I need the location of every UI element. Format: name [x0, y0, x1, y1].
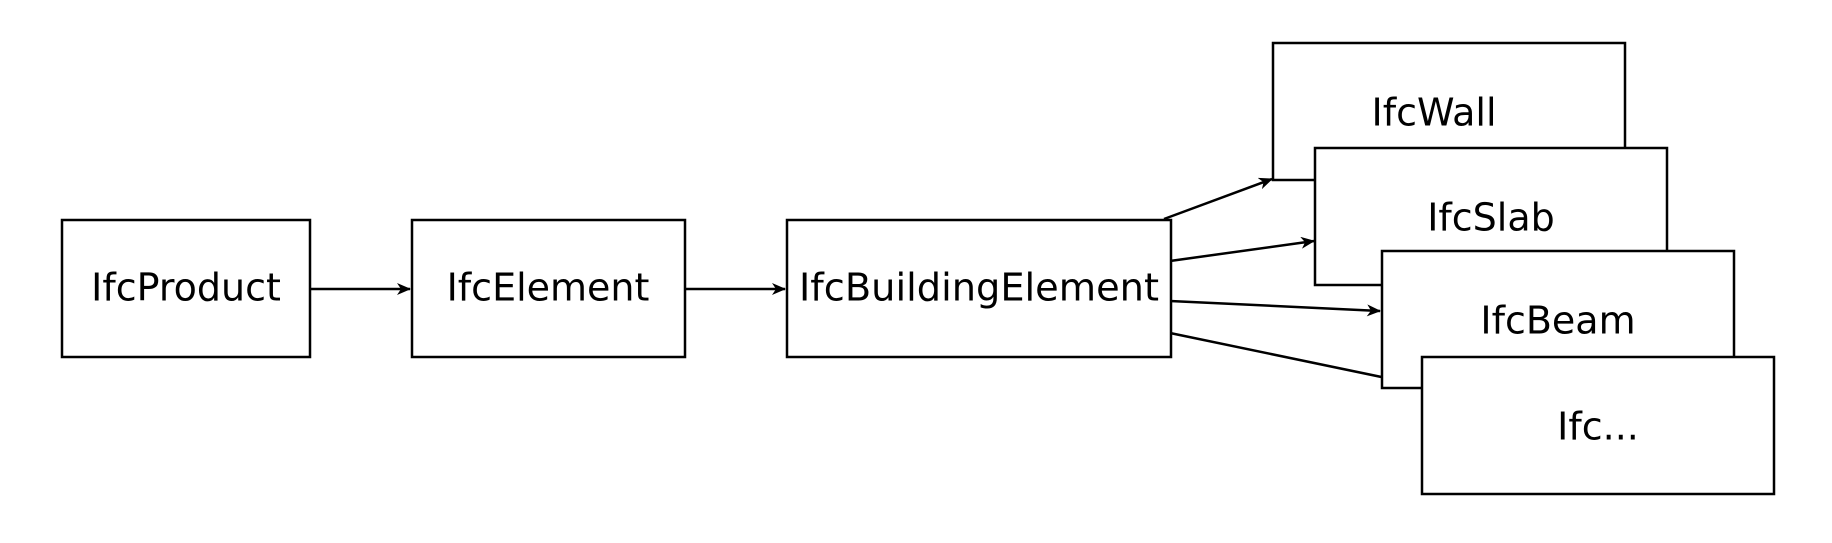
node-ifc-building-element-box [785, 218, 1173, 359]
node-ifc-element-label: IfcElement [447, 266, 650, 310]
node-ifc-element: IfcElement [410, 218, 687, 359]
node-ifc-more-box [1420, 355, 1776, 496]
node-ifc-more: Ifc... [1420, 355, 1776, 496]
edge-building-element-to-more [1169, 331, 1421, 389]
node-ifc-product-label: IfcProduct [91, 266, 281, 310]
edge-building-element-to-slab [1169, 236, 1315, 263]
edge-building-element-to-wall [1163, 177, 1273, 221]
node-ifc-product: IfcProduct [60, 218, 312, 359]
node-ifc-building-element-label: IfcBuildingElement [799, 266, 1159, 310]
node-ifc-wall-label: IfcWall [1371, 91, 1496, 135]
node-ifc-more-label: Ifc... [1557, 405, 1639, 449]
node-ifc-product-box [60, 218, 312, 359]
node-ifc-building-element: IfcBuildingElement [785, 218, 1173, 359]
node-ifc-slab-label: IfcSlab [1427, 196, 1555, 240]
node-ifc-beam-label: IfcBeam [1480, 299, 1635, 343]
edge-building-element-to-beam [1169, 299, 1381, 317]
node-ifc-element-box [410, 218, 687, 359]
edges [310, 177, 1421, 389]
